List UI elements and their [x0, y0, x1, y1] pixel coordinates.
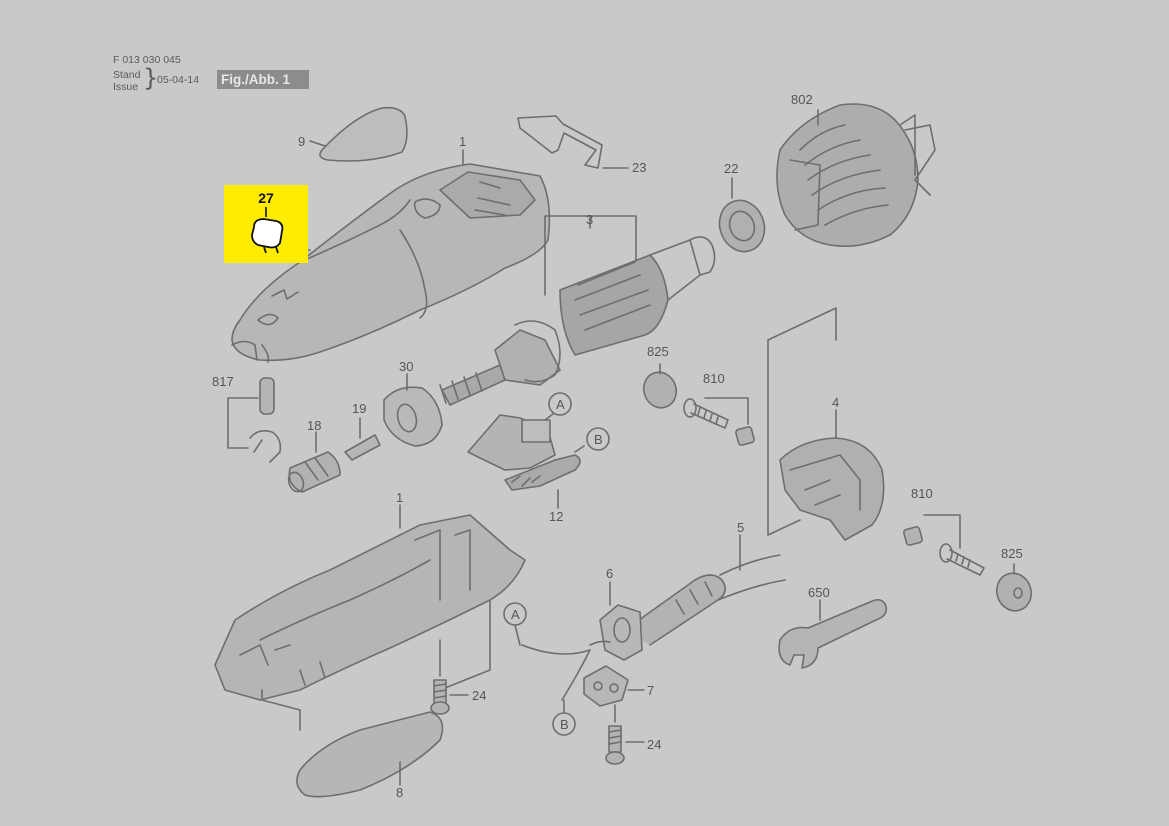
part-3-armature[interactable]	[439, 215, 716, 406]
part-1-housing-top[interactable]	[231, 149, 551, 363]
stand-label: Stand	[113, 69, 141, 81]
part-24-screw-right[interactable]	[605, 704, 645, 765]
label-part-22: 22	[724, 161, 738, 176]
callout-circles	[503, 392, 610, 736]
label-part-810-right: 810	[911, 486, 933, 501]
label-part-650: 650	[808, 585, 830, 600]
brace-symbol: }	[143, 64, 159, 92]
part-22-bearing[interactable]	[712, 177, 771, 258]
label-part-7: 7	[647, 683, 654, 698]
label-part-802: 802	[791, 92, 813, 107]
label-part-B-bottom: B	[560, 717, 569, 732]
label-part-24-right: 24	[647, 737, 661, 752]
label-part-5: 5	[737, 520, 744, 535]
part-8-cover-plate[interactable]	[296, 711, 444, 798]
label-part-810-top: 810	[703, 371, 725, 386]
label-part-6: 6	[606, 566, 613, 581]
label-part-18: 18	[307, 418, 321, 433]
label-part-24-left: 24	[472, 688, 486, 703]
label-part-3: 3	[586, 212, 593, 227]
issue-label: Issue	[113, 81, 139, 93]
label-part-1-bottom: 1	[396, 490, 403, 505]
part-12-brush-holder[interactable]	[467, 413, 585, 509]
label-part-825-right: 825	[1001, 546, 1023, 561]
part-1-housing-bottom[interactable]	[214, 504, 526, 731]
label-part-9: 9	[298, 134, 305, 149]
part-27-button-icon	[251, 207, 284, 254]
label-part-19: 19	[352, 401, 366, 416]
label-part-8: 8	[396, 785, 403, 800]
part-817-spindle-lock[interactable]	[227, 377, 282, 463]
part-825-bearing-top[interactable]	[639, 363, 681, 412]
part-810-screw-top[interactable]	[683, 397, 755, 446]
label-part-12: 12	[549, 509, 563, 524]
part-7-cord-clamp[interactable]	[583, 665, 645, 707]
part-650-wrench[interactable]	[778, 598, 888, 669]
part-9-cap[interactable]	[309, 106, 408, 162]
label-part-4: 4	[832, 395, 839, 410]
part-18-collet-nut[interactable]	[286, 431, 341, 494]
label-part-1-top: 1	[459, 134, 466, 149]
part-5-power-cord[interactable]	[624, 534, 786, 646]
label-part-825-top: 825	[647, 344, 669, 359]
issue-date: 05-04-14	[157, 74, 200, 86]
part-4-end-cap[interactable]	[767, 307, 885, 541]
label-part-30: 30	[399, 359, 413, 374]
part-802-stator[interactable]	[776, 103, 936, 248]
label-part-23: 23	[632, 160, 646, 175]
highlighted-part-27[interactable]: 27	[224, 185, 308, 263]
figure-label: Fig./Abb. 1	[217, 70, 309, 89]
part-810-screw-right[interactable]	[903, 514, 985, 576]
label-part-B-top: B	[594, 432, 603, 447]
part-23-clip[interactable]	[517, 115, 629, 169]
part-30-nose-cap[interactable]	[383, 373, 443, 447]
part-825-bearing-right[interactable]	[992, 563, 1037, 616]
label-part-A-top: A	[556, 397, 565, 412]
label-part-27: 27	[258, 190, 274, 206]
label-part-817: 817	[212, 374, 234, 389]
part-19-collet[interactable]	[344, 417, 381, 461]
label-part-A-bottom: A	[511, 607, 520, 622]
document-number: F 013 030 045	[113, 54, 181, 66]
part-6-strain-relief[interactable]	[521, 581, 643, 701]
part-24-screw-left[interactable]	[430, 639, 469, 715]
